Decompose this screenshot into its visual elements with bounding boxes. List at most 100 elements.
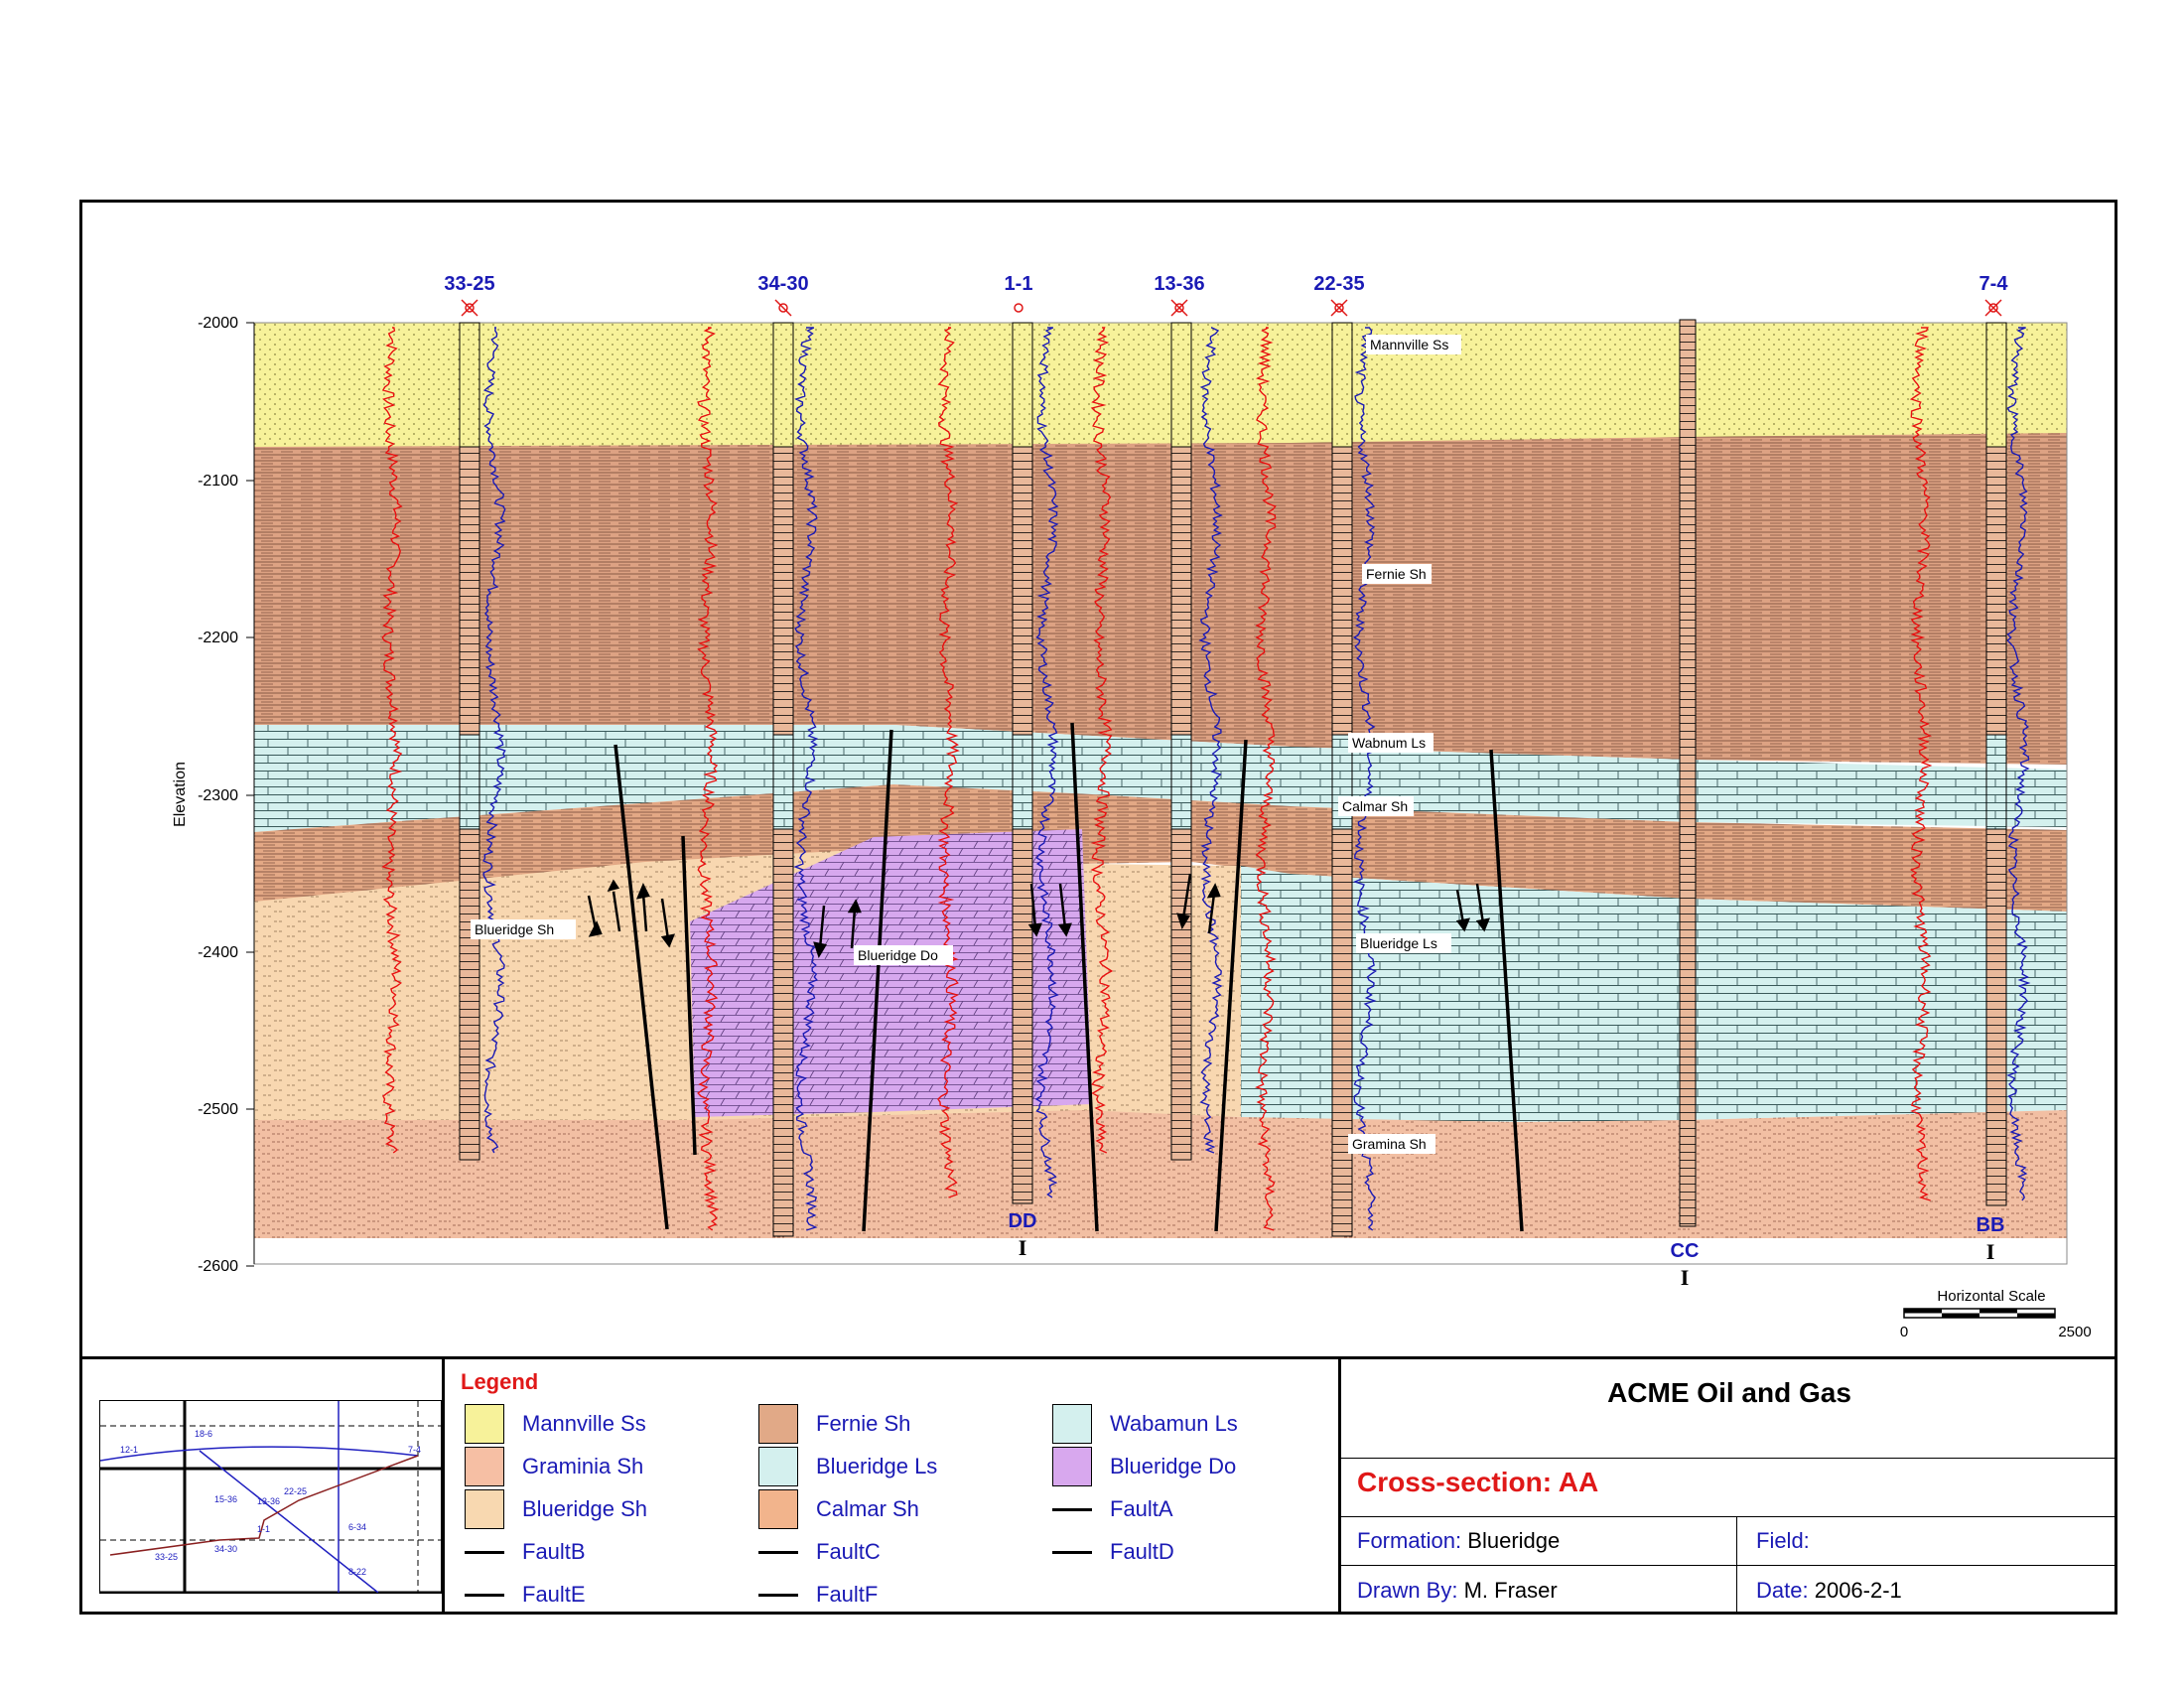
legend-item: FaultF: [758, 1575, 878, 1615]
y-tick-label: -2000: [198, 315, 238, 332]
well-symbol-icon: [1170, 299, 1188, 317]
well-name: 34-30: [757, 273, 808, 295]
horizontal-scale-bar: Horizontal Scale 0 2500: [1900, 1288, 2092, 1340]
fault-line-swatch: [758, 1550, 798, 1554]
cross-section-plot: -2000 -2100 -2200 -2300 -2400 -2500 -2600 Elev…: [172, 273, 2092, 1340]
well-logs: 33-25 34-30 1-1 13-36 22-35 7-4: [381, 273, 2031, 1237]
intersection-label: BB: [1977, 1214, 2005, 1236]
y-tick-label: -2200: [198, 630, 238, 646]
well-name: 7-4: [1979, 273, 2009, 295]
legend-item: FaultB: [465, 1532, 586, 1572]
gamma-log: [697, 327, 720, 1231]
svg-text:I: I: [1019, 1235, 1027, 1260]
legend-item: FaultC: [758, 1532, 881, 1572]
legend-item: Graminia Sh: [465, 1447, 643, 1486]
legend-item: Blueridge Ls: [758, 1447, 937, 1486]
minimap-well-label: 22-25: [284, 1486, 307, 1496]
legend-label: FaultB: [522, 1539, 586, 1564]
legend-label: Graminia Sh: [522, 1454, 644, 1478]
layer-fernie: [254, 433, 2067, 765]
company-name: ACME Oil and Gas: [1607, 1377, 1851, 1408]
intersection-markers: DD I CC I BB I: [1009, 1210, 2005, 1290]
scale-title: Horizontal Scale: [1937, 1288, 2045, 1305]
legend-item: Blueridge Do: [1052, 1447, 1236, 1486]
gamma-log: [1909, 327, 1933, 1201]
layer-wabamun: [254, 725, 2067, 832]
resistivity-log: [1198, 327, 1223, 1154]
legend-item: Calmar Sh: [758, 1489, 919, 1529]
y-tick-label: -2300: [198, 787, 238, 804]
legend-label: Blueridge Ls: [816, 1454, 938, 1478]
formation-labels: Mannville Ss Fernie Sh Wabnum Ls Calmar …: [471, 335, 1461, 1154]
legend-item: Blueridge Sh: [465, 1489, 647, 1529]
formation-label: Calmar Sh: [1342, 798, 1408, 814]
legend-swatch: [465, 1447, 504, 1486]
fault-line-swatch: [465, 1550, 504, 1554]
well-name: 22-35: [1313, 273, 1364, 295]
minimap-well-label: 13-36: [257, 1496, 280, 1506]
legend-item: Wabamun Ls: [1052, 1404, 1238, 1444]
formation-label: Blueridge Sh: [475, 921, 554, 937]
formation-label: Fernie Sh: [1366, 566, 1427, 582]
fault-line: [1070, 722, 1099, 1232]
intersection-label: DD: [1009, 1210, 1037, 1232]
legend-label: Blueridge Do: [1110, 1454, 1237, 1478]
fault-line: [1489, 749, 1524, 1232]
fault-line: [1214, 739, 1248, 1232]
well-symbol-icon: [1984, 299, 2002, 317]
well-name: 13-36: [1154, 273, 1204, 295]
well-symbol-icon: [1014, 303, 1024, 313]
legend-item: Mannville Ss: [465, 1404, 646, 1444]
fault-line: [862, 729, 893, 1232]
resistivity-log: [1034, 327, 1059, 1198]
legend-swatch: [758, 1447, 798, 1486]
well-7-4: 7-4: [1909, 273, 2031, 1206]
legend-label: Calmar Sh: [816, 1496, 919, 1521]
gamma-log: [937, 327, 960, 1198]
y-tick-label: -2400: [198, 944, 238, 961]
y-tick-label: -2100: [198, 473, 238, 490]
legend-swatch: [1052, 1447, 1092, 1486]
scale-min: 0: [1900, 1324, 1908, 1340]
resistivity-log: [1352, 327, 1378, 1231]
formation-label: Blueridge Ls: [1360, 935, 1437, 951]
formation-label: Mannville Ss: [1370, 337, 1448, 352]
formation-label: Blueridge Do: [858, 947, 938, 963]
intersection-label: CC: [1671, 1240, 1700, 1262]
minimap-well-label: 12-1: [120, 1445, 138, 1455]
resistivity-log: [793, 327, 819, 1231]
legend-title: Legend: [461, 1369, 539, 1394]
layer-mannville: [254, 323, 2067, 452]
well-symbol-icon: [1330, 299, 1348, 317]
legend-item: FaultE: [465, 1575, 586, 1615]
formation-field: Formation: Blueridge: [1357, 1528, 1561, 1553]
fault-line-swatch: [465, 1593, 504, 1597]
minimap-well-label: 7-4: [408, 1445, 421, 1455]
legend-label: FaultA: [1110, 1496, 1173, 1521]
legend-swatch: [465, 1489, 504, 1529]
well-34-30: 34-30: [697, 273, 819, 1237]
minimap-well-label: 33-25: [155, 1552, 178, 1562]
well-13-36: 13-36: [1090, 273, 1223, 1161]
svg-text:I: I: [1986, 1239, 1995, 1264]
layer-gramina: [254, 1110, 2067, 1238]
legend-swatch: [465, 1404, 504, 1444]
y-tick-label: -2500: [198, 1101, 238, 1118]
fault-line: [614, 744, 669, 1230]
legend-swatch: [758, 1404, 798, 1444]
well-1-1: 1-1: [937, 273, 1059, 1204]
well-symbol-icon: [774, 299, 792, 317]
y-axis-label: Elevation: [172, 762, 189, 827]
well-name: 1-1: [1005, 273, 1033, 295]
cross-section-title: Cross-section: AA: [1357, 1467, 1599, 1497]
y-tick-label: -2600: [198, 1258, 238, 1275]
date-field: Date: 2006-2-1: [1756, 1578, 1902, 1603]
well-name: 33-25: [444, 273, 494, 295]
well-33-25: 33-25: [381, 273, 506, 1161]
legend-swatch: [758, 1489, 798, 1529]
fault-lines: [614, 722, 1524, 1232]
svg-text:I: I: [1681, 1265, 1690, 1290]
formation-layers: [254, 323, 2067, 1238]
